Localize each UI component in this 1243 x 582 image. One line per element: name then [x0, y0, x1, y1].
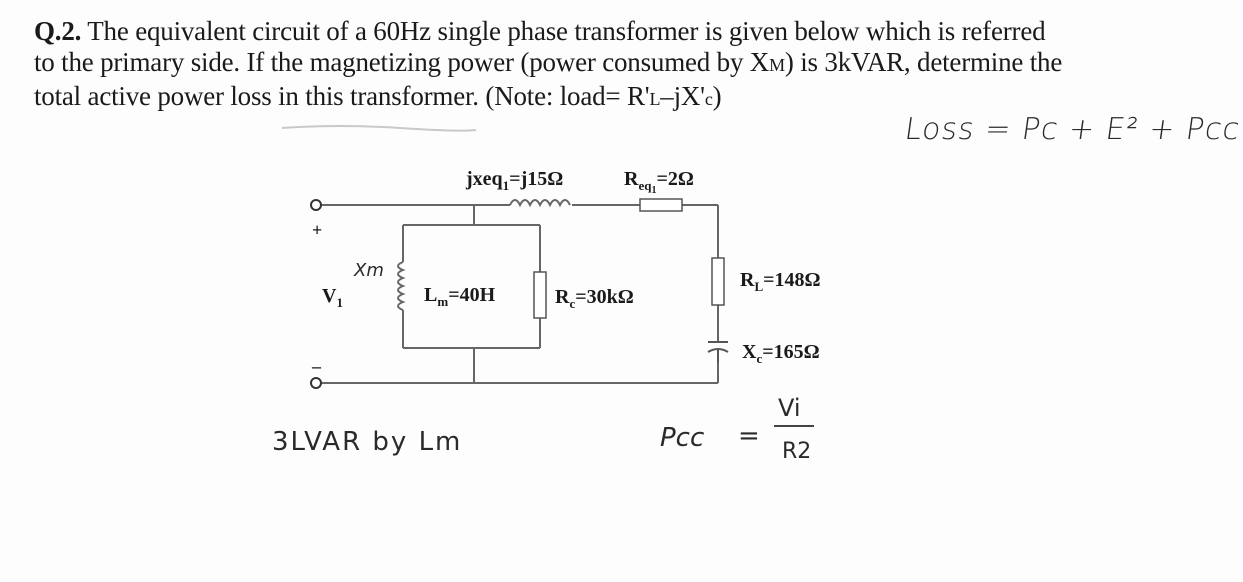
rl-subscript: L — [754, 279, 763, 294]
terminal-top — [310, 199, 322, 211]
handwritten-vi: Vi — [778, 394, 801, 422]
question-line2-end: ) is 3kVAR, determine the — [784, 47, 1063, 77]
svg-text:Req1=2Ω: Req1=2Ω — [624, 168, 694, 196]
rc-value: =30kΩ — [575, 286, 634, 308]
svg-text:Xc=165Ω: Xc=165Ω — [742, 341, 820, 366]
rl-value: =148Ω — [763, 269, 820, 291]
handwritten-equals: = — [738, 421, 760, 451]
question-line3-mid: –jX' — [660, 81, 705, 111]
magnetizing-inductor-lm — [397, 261, 406, 311]
handwritten-3lvar-note: 3LVAR by Lm — [272, 427, 462, 457]
terminal-bottom — [310, 377, 322, 389]
handwritten-pcc: Pcc — [660, 423, 704, 453]
lm-value: =40H — [448, 284, 495, 306]
question-number: Q.2. — [34, 16, 82, 46]
req-subscript: eq — [638, 178, 652, 193]
rl-subscript-text: L — [649, 89, 661, 109]
core-loss-resistor-rc — [533, 271, 547, 319]
svg-text:V1: V1 — [322, 285, 343, 310]
v1-subscript: 1 — [336, 295, 343, 310]
lm-subscript: m — [437, 294, 448, 309]
xeq-subscript: 1 — [503, 178, 510, 193]
v1-label: V — [322, 285, 337, 307]
svg-text:Rc=30kΩ: Rc=30kΩ — [555, 286, 634, 311]
xm-subscript: M — [769, 55, 785, 75]
xc-subscript-text: c — [704, 89, 713, 109]
handwritten-xm: Xm — [353, 260, 384, 281]
rc-subscript: c — [569, 296, 575, 311]
load-capacitor-xc — [707, 341, 729, 362]
question-line-2: to the primary side. If the magnetizing … — [34, 47, 1144, 81]
question-line3-end: ) — [712, 81, 722, 111]
question-line3-text: total active power loss in this transfor… — [34, 81, 650, 111]
svg-text:Lm=40H: Lm=40H — [424, 284, 496, 309]
rc-label: R — [555, 286, 570, 308]
handwritten-r2: R2 — [782, 439, 811, 464]
series-resistor-req — [639, 198, 683, 212]
req-subscript-2: 1 — [651, 185, 656, 196]
question-line-1: Q.2. The equivalent circuit of a 60Hz si… — [34, 16, 1144, 47]
question-line1-text: The equivalent circuit of a 60Hz single … — [81, 16, 1046, 46]
rl-label: R — [740, 269, 755, 291]
req-value: =2Ω — [656, 168, 693, 190]
transformer-equivalent-circuit: jxeq1=j15Ω Req1=2Ω + V1 – Lm=40H Rc=30kΩ… — [272, 168, 821, 464]
lm-label: L — [424, 284, 437, 306]
load-resistor-rl — [711, 257, 725, 306]
question-text: Q.2. The equivalent circuit of a 60Hz si… — [34, 16, 1144, 115]
plus-sign: + — [312, 220, 322, 240]
pen-underline-stroke — [281, 125, 477, 132]
minus-sign: – — [311, 356, 322, 376]
series-inductor-xeq — [509, 199, 571, 208]
req-label: R — [624, 168, 639, 190]
xeq-label: jxeq — [465, 168, 503, 190]
svg-text:jxeq1=j15Ω: jxeq1=j15Ω — [465, 168, 563, 193]
xeq-value: =j15Ω — [509, 168, 563, 190]
xc-subscript: c — [756, 351, 762, 366]
question-line-3: total active power loss in this transfor… — [34, 81, 1144, 115]
xc-label: X — [742, 341, 757, 363]
question-line2-text: to the primary side. If the magnetizing … — [34, 47, 770, 77]
svg-text:RL=148Ω: RL=148Ω — [740, 269, 821, 294]
xc-value: =165Ω — [762, 341, 819, 363]
